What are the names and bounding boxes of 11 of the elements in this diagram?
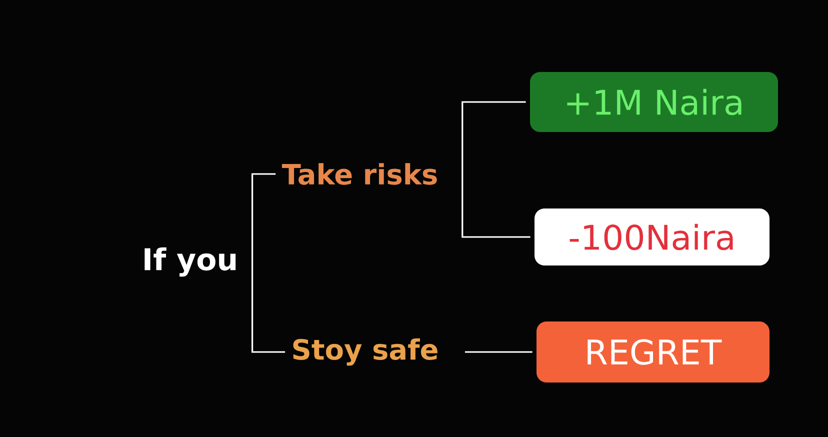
outcome-box: +1M Naira (530, 72, 778, 132)
connector-line (252, 262, 286, 353)
outcome-box: -100Naira (534, 208, 770, 266)
connector-line (252, 173, 276, 262)
label-text: If you (144, 247, 236, 277)
connector-line (462, 174, 530, 238)
connector-line (464, 351, 532, 353)
outcome-box: REGRET (536, 322, 770, 382)
connector-line (462, 101, 526, 174)
label-text: Take risks (282, 163, 437, 185)
label-text: Stoy safe (293, 338, 438, 366)
